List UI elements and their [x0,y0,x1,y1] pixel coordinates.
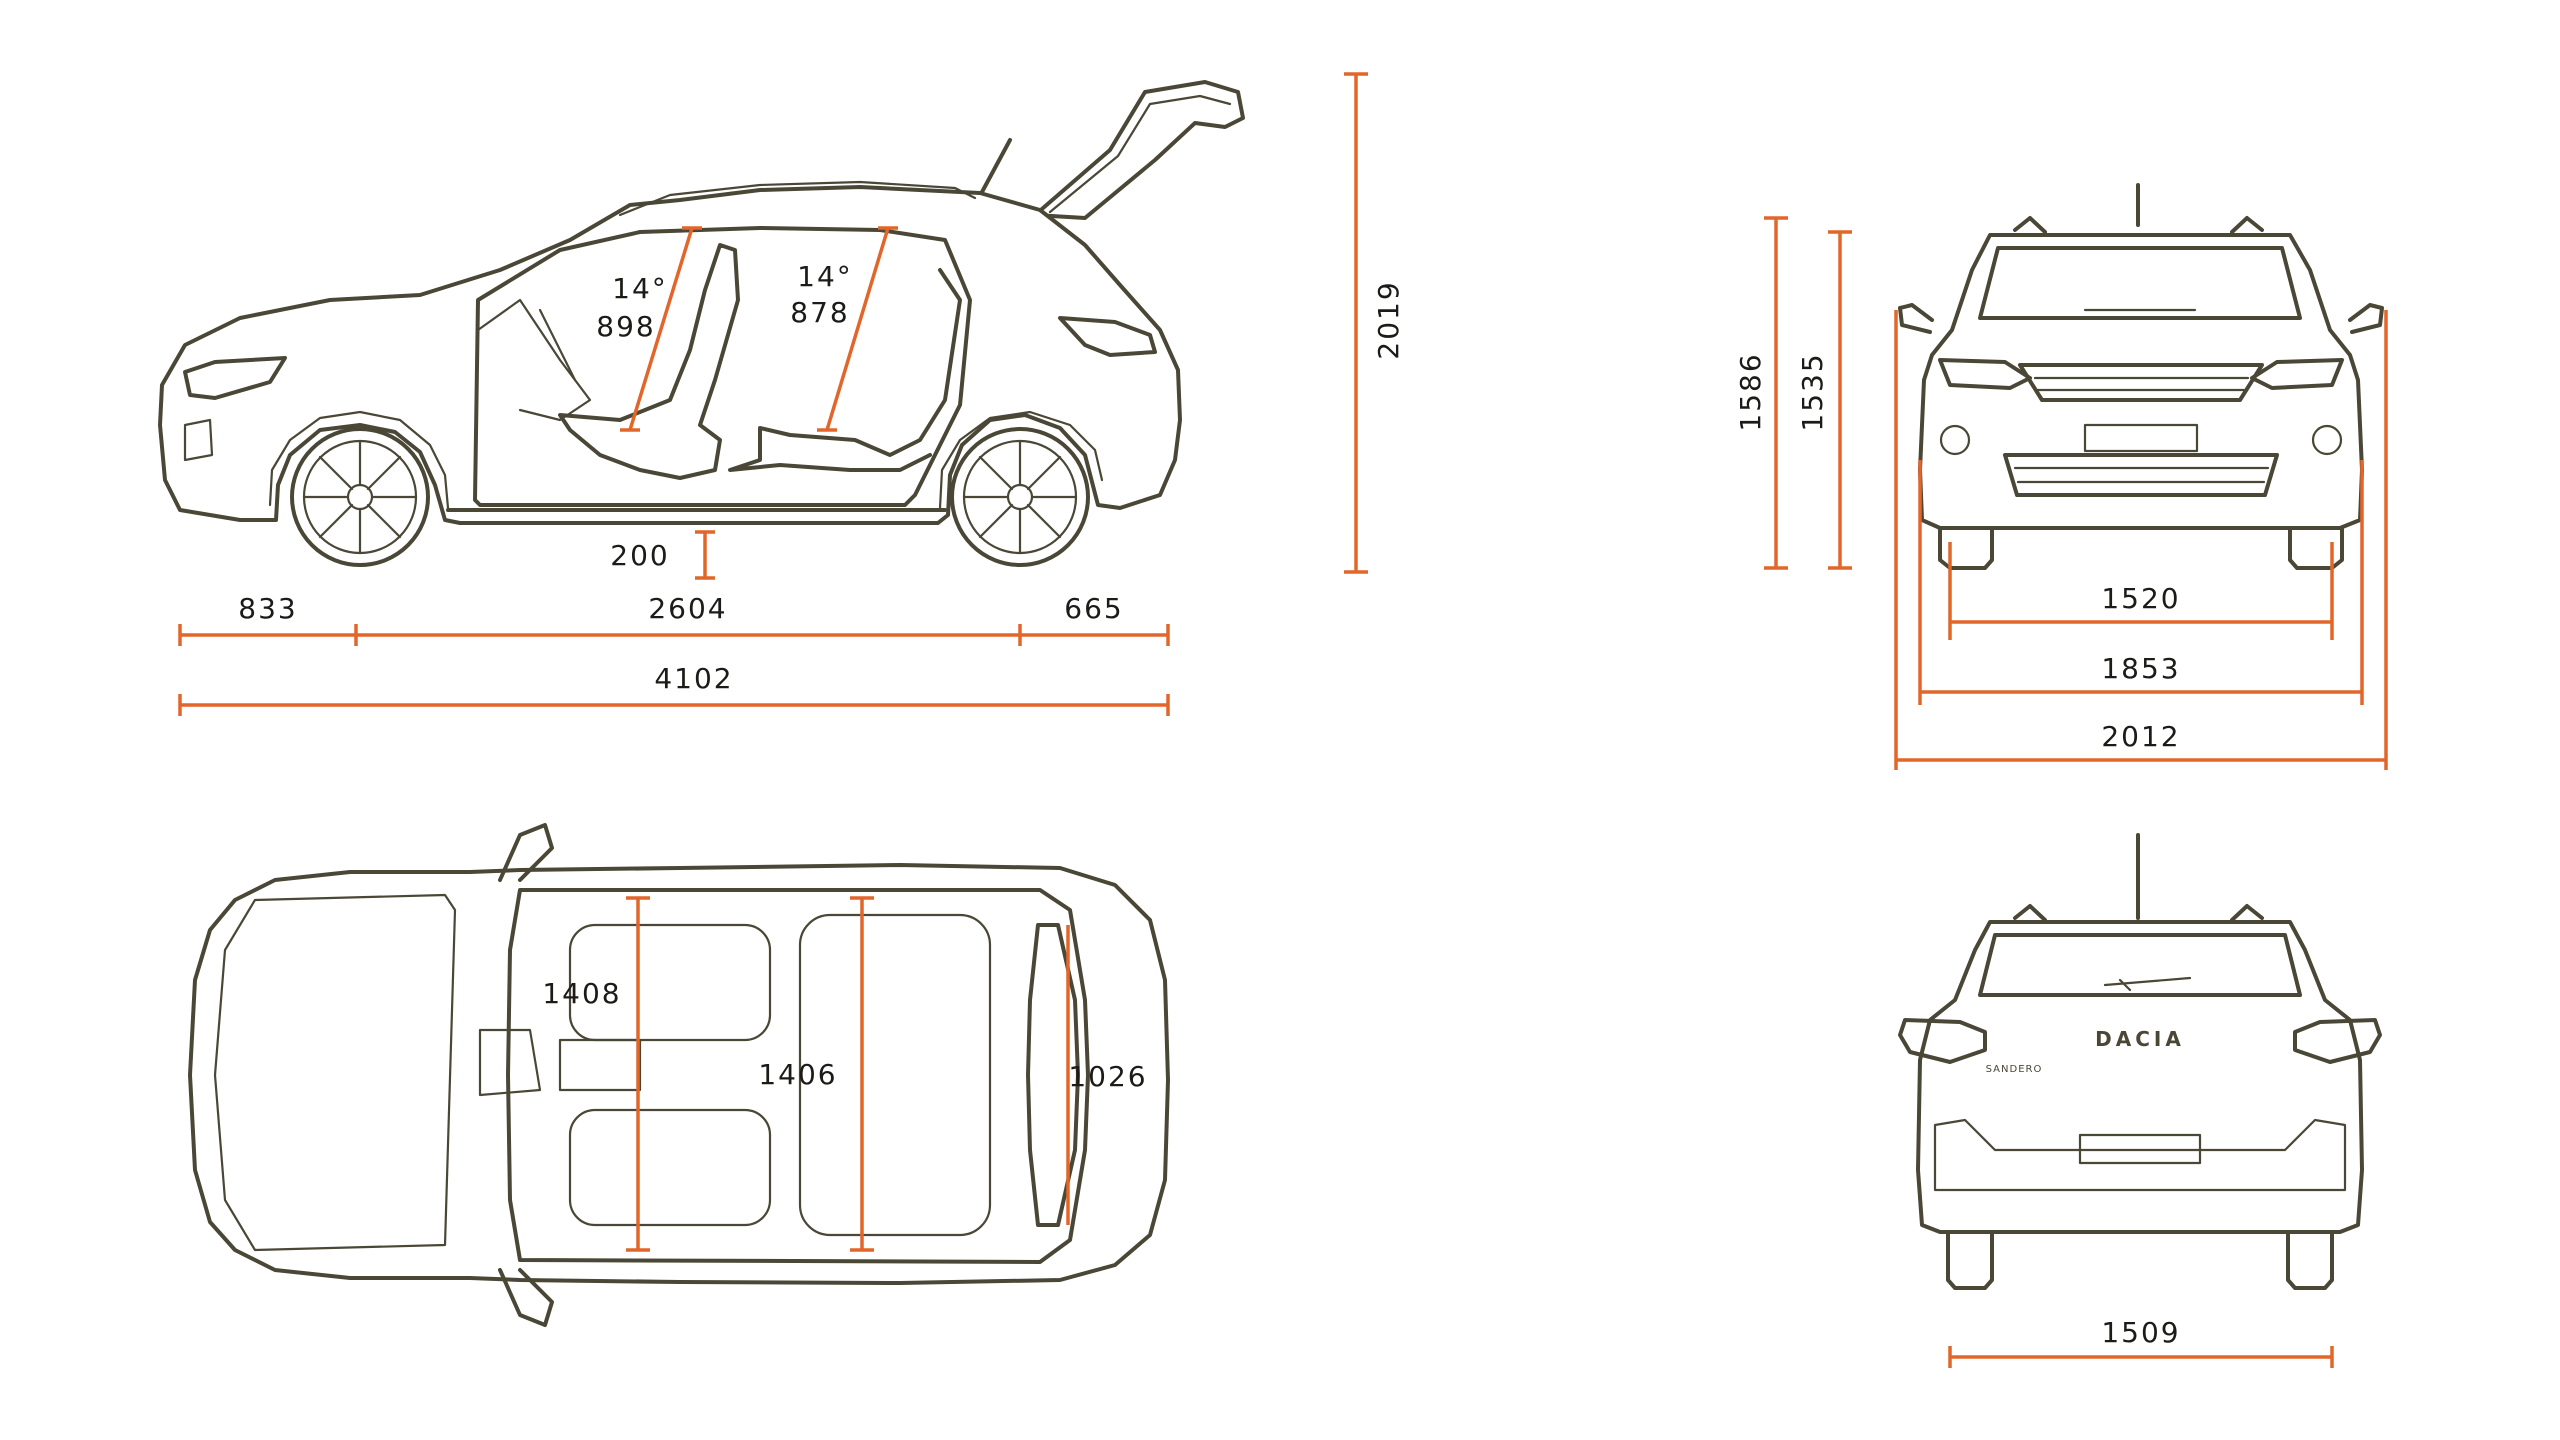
windscreen [1978,246,2302,320]
fog-lamp [183,418,214,462]
lower-grille [2003,453,2279,497]
height-label: 1535 [1796,352,1829,431]
front-seat-angle-label: 14° [612,272,668,305]
rear-seat [728,268,962,472]
right-fog-lamp [2311,424,2343,456]
rear-elbow-label: 1406 [758,1058,837,1091]
front-view: 1520 1853 2012 1586 1535 [1734,183,2388,770]
front-right-tyre [2288,526,2344,570]
rear-body [1916,920,2364,1234]
top-bonnet [213,893,457,1252]
rear-view: DACIA SANDERO 1509 [1898,833,2382,1368]
right-headlight [2250,358,2344,390]
rear-plate [2078,1133,2202,1165]
rear-arch [938,410,1104,510]
overall-length-label: 4102 [654,662,733,695]
rear-window [1978,933,2302,997]
width-label: 1853 [2101,652,2180,685]
top-body [188,863,1170,1285]
grille-pattern [2033,376,2250,392]
top-cabin [506,888,1090,1264]
roof-rail [618,180,977,217]
mirror-width-label: 2012 [2101,720,2180,753]
rear-right-light [2293,1018,2382,1064]
ground-clearance-label: 200 [610,539,669,572]
front-seat-height-line [628,227,694,431]
roof-rails [2013,216,2264,234]
rear-seat-height-line [825,227,890,431]
front-wheel [290,427,430,567]
lower-grille-pattern [2013,466,2270,484]
right-mirror [2348,303,2384,334]
left-headlight [1938,358,2032,390]
rear-bumper [1933,1118,2347,1192]
height-rails-label: 1586 [1734,352,1767,431]
front-left-tyre [1938,526,1994,570]
top-front-seat-right [568,1108,772,1227]
tailgate-inner [1048,94,1232,214]
headlight [183,356,287,400]
rear-left-light [1898,1018,1987,1064]
front-elbow-label: 1408 [542,977,621,1010]
side-view: 14° 898 14° 878 200 833 2604 665 4102 20… [158,72,1405,716]
rear-left-tyre [1946,1230,1994,1290]
open-tailgate [1033,80,1245,220]
tail-light [1058,316,1157,357]
rear-wheel [950,427,1090,567]
front-seat-height-label: 898 [596,310,655,343]
steering-wheel [538,308,577,382]
top-centre-console [478,1028,642,1097]
front-seat [558,243,740,480]
front-arch [268,410,450,510]
rear-wiper [2103,976,2192,992]
top-rear-bench [798,913,992,1237]
rear-seat-height-label: 878 [790,296,849,329]
left-mirror [1898,303,1934,334]
left-fog-lamp [1939,424,1971,456]
model-badge: SANDERO [1986,1064,2043,1075]
top-front-seat-left [568,923,772,1042]
front-overhang-label: 833 [238,592,297,625]
wheelbase-label: 2604 [648,592,727,625]
rear-right-tyre [2286,1230,2334,1290]
top-left-mirror [498,823,554,882]
door-opening [473,226,972,507]
boot-width-label: 1026 [1068,1060,1147,1093]
top-view: 1408 1406 1026 [188,823,1170,1327]
rear-seat-angle-label: 14° [797,260,853,293]
front-plate [2083,423,2199,453]
height-tailgate-label: 2019 [1372,280,1405,359]
brand-badge: DACIA [2095,1027,2185,1051]
rear-roof-rails [2013,904,2264,922]
front-grille [2018,363,2264,402]
rear-track-label: 1509 [2101,1316,2180,1349]
front-track-label: 1520 [2101,582,2180,615]
rear-overhang-label: 665 [1064,592,1123,625]
top-right-mirror [498,1268,554,1327]
